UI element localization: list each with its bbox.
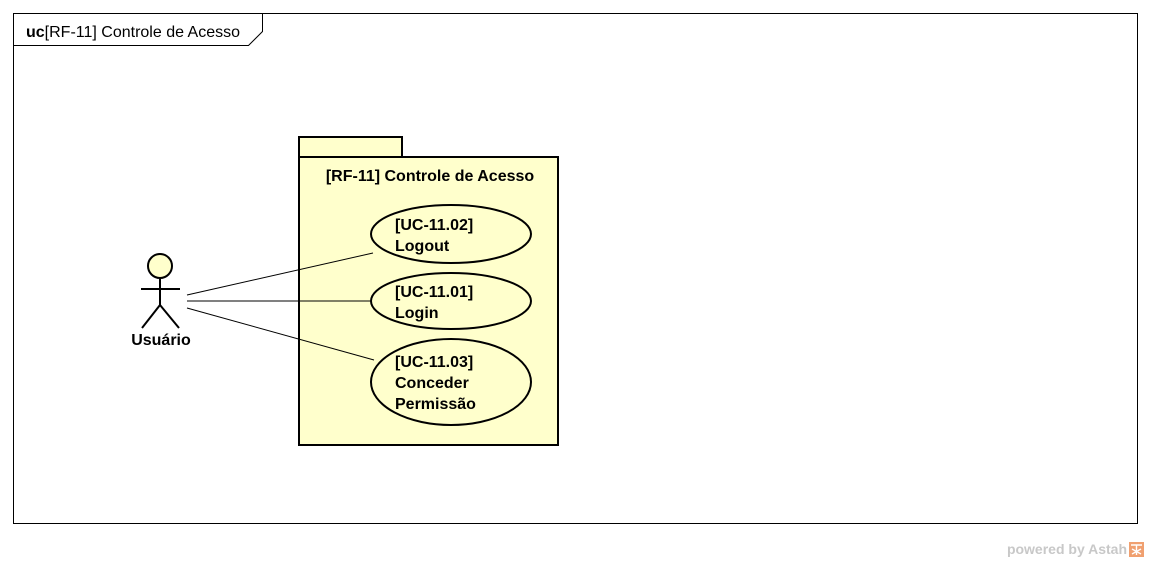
diagram-frame (13, 13, 1138, 524)
actor-right-leg (159, 304, 180, 329)
association-conceder-permissao[interactable] (186, 307, 375, 361)
use-case-id: [UC-11.02] (395, 217, 473, 234)
use-case-name: Logout (395, 238, 450, 255)
watermark-text: powered by Astah (1006, 541, 1127, 557)
use-case-ellipse (370, 204, 532, 264)
frame-title: uc[RF-11] Controle de Acesso (26, 24, 240, 41)
frame-name-tab (13, 13, 263, 46)
use-case-conceder-permissao[interactable]: [UC-11.03] Conceder Permissão (370, 338, 532, 426)
use-case-ellipse (370, 272, 532, 330)
actor-label: Usuário (131, 332, 191, 349)
astah-watermark: powered by Astah (1007, 541, 1144, 557)
use-case-label: [UC-11.03] Conceder Permissão (395, 354, 478, 413)
actor-left-leg (141, 304, 161, 329)
frame-name: [RF-11] Controle de Acesso (45, 24, 240, 41)
package-title: [RF-11] Controle de Acesso (326, 168, 535, 185)
use-case-name-line2: Permissão (395, 396, 476, 413)
astah-logo-icon (1129, 541, 1144, 557)
use-case-id: [UC-11.03] (395, 354, 473, 371)
package-tab (298, 136, 403, 158)
use-case-ellipse (370, 338, 532, 426)
use-case-logout[interactable]: [UC-11.02] Logout (370, 204, 532, 264)
use-case-id: [UC-11.01] (395, 284, 473, 301)
use-case-label: [UC-11.02] Logout (395, 217, 478, 255)
actor-head (147, 253, 173, 279)
use-case-label: [UC-11.01] Login (395, 284, 478, 322)
frame-keyword: uc (26, 24, 45, 41)
actor-usuario[interactable]: Usuário (131, 253, 191, 349)
association-logout[interactable] (186, 252, 374, 296)
use-case-login[interactable]: [UC-11.01] Login (370, 272, 532, 330)
use-case-name: Login (395, 305, 439, 322)
use-case-name-line1: Conceder (395, 375, 469, 392)
